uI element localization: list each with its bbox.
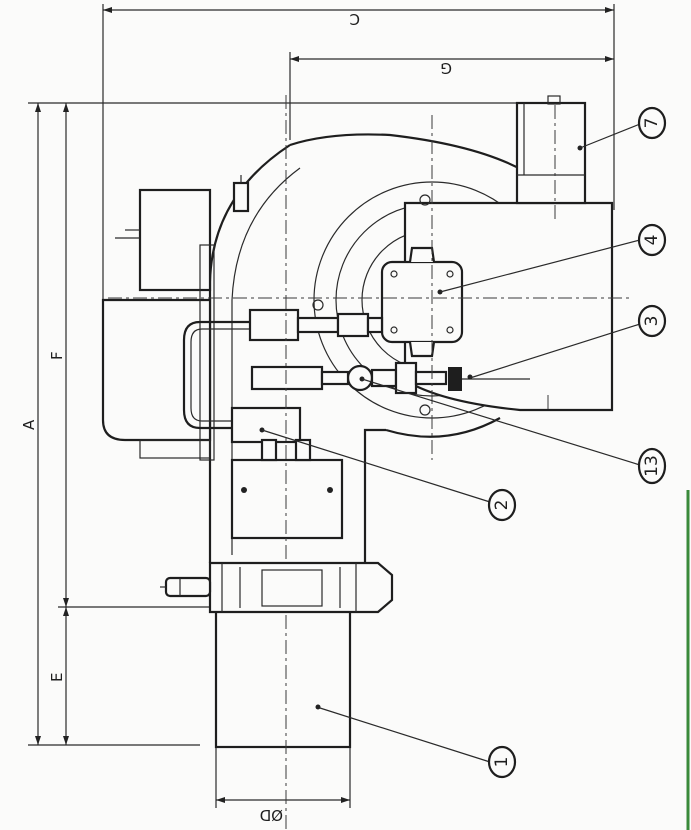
leader-lines <box>261 123 641 763</box>
callout-7-label: 7 <box>642 118 662 129</box>
dimension-C: C <box>102 4 615 300</box>
callout-3: 3 <box>637 304 667 338</box>
dim-label-A: A <box>20 419 38 430</box>
callout-2: 2 <box>487 488 517 522</box>
dim-label-OD: ØD <box>260 806 283 824</box>
dimension-OD: ØD <box>215 748 351 824</box>
center-lines <box>108 95 630 560</box>
callout-13-label: 13 <box>642 455 662 477</box>
callout-1: 1 <box>487 745 517 779</box>
dimension-E: E <box>48 607 69 745</box>
pump <box>380 246 464 358</box>
dim-label-G: G <box>440 59 452 77</box>
dim-label-E: E <box>48 673 66 682</box>
dim-label-F: F <box>48 351 66 360</box>
callout-4: 4 <box>637 223 667 257</box>
callout-2-label: 2 <box>492 500 512 511</box>
callout-4-label: 4 <box>642 235 662 246</box>
callout-7: 7 <box>637 106 667 140</box>
motor <box>515 95 587 205</box>
dimension-G: G <box>289 52 614 140</box>
callout-3-label: 3 <box>642 316 662 327</box>
dimension-F: F <box>48 103 210 608</box>
blast-tube <box>214 565 352 830</box>
oil-line <box>182 308 384 462</box>
dimension-A: A <box>20 102 520 746</box>
callout-13: 13 <box>637 447 667 485</box>
valve-assembly <box>250 361 530 395</box>
mounting-flange <box>160 561 394 614</box>
control-box <box>101 175 250 461</box>
callout-1-label: 1 <box>492 757 512 768</box>
dim-label-C: C <box>350 10 360 28</box>
